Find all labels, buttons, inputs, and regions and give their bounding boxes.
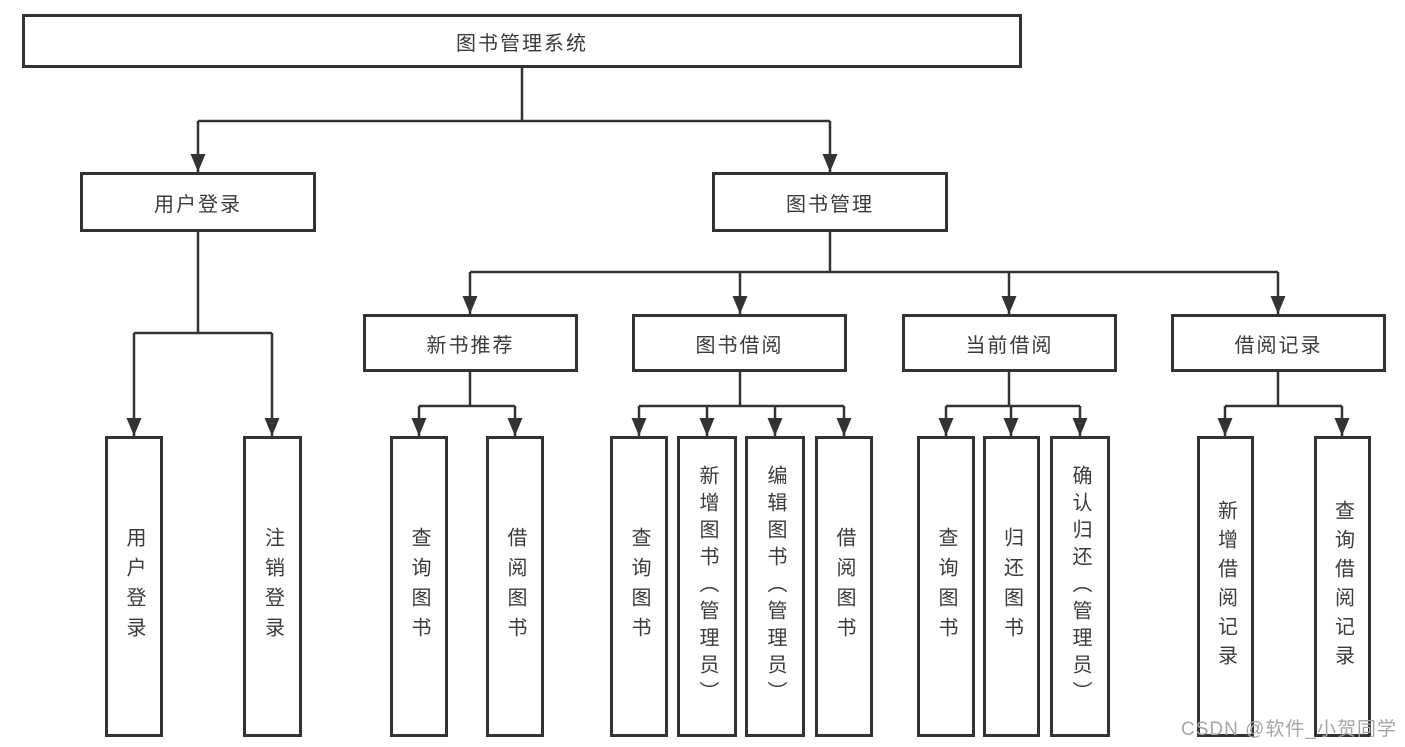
- node-current-borrowing: 当前借阅: [902, 314, 1117, 372]
- node-new-book-recommend: 新书推荐: [363, 314, 578, 372]
- leaf-records-query-record: 查询借阅记录: [1314, 436, 1371, 737]
- node-book-management-label: 图书管理: [786, 193, 874, 216]
- node-root-label: 图书管理系统: [456, 32, 588, 55]
- leaf-current-confirm-return-admin-label: 确认归还（管理员）: [1069, 465, 1091, 708]
- leaf-borrowing-borrow-books-label: 借阅图书: [833, 526, 855, 647]
- node-book-borrowing: 图书借阅: [632, 314, 847, 372]
- watermark-text: CSDN @软件_小贺同学: [1181, 719, 1397, 740]
- leaf-borrowing-query-books: 查询图书: [610, 436, 668, 737]
- node-user-login-label: 用户登录: [154, 193, 242, 216]
- leaf-current-query-books: 查询图书: [917, 436, 975, 737]
- leaf-borrowing-edit-books-admin-label: 编辑图书（管理员）: [764, 465, 786, 708]
- leaf-user-login-label: 用户登录: [123, 526, 145, 647]
- leaf-current-return-books: 归还图书: [983, 436, 1040, 737]
- node-user-login: 用户登录: [80, 172, 316, 232]
- node-new-book-recommend-label: 新书推荐: [426, 334, 515, 357]
- leaf-borrowing-query-books-label: 查询图书: [628, 526, 650, 647]
- node-borrowing-records: 借阅记录: [1171, 314, 1386, 372]
- leaf-current-query-books-label: 查询图书: [935, 526, 957, 647]
- leaf-newbooks-borrow-books-label: 借阅图书: [504, 526, 526, 647]
- node-book-borrowing-label: 图书借阅: [695, 334, 784, 357]
- leaf-logout: 注销登录: [243, 436, 302, 737]
- leaf-user-login: 用户登录: [105, 436, 163, 737]
- node-root: 图书管理系统: [22, 14, 1022, 68]
- leaf-logout-label: 注销登录: [261, 526, 284, 647]
- leaf-borrowing-add-books-admin: 新增图书（管理员）: [677, 436, 737, 737]
- leaf-newbooks-borrow-books: 借阅图书: [486, 436, 544, 737]
- leaf-newbooks-query-books: 查询图书: [390, 436, 448, 737]
- leaf-records-query-record-label: 查询借阅记录: [1331, 499, 1354, 674]
- leaf-current-return-books-label: 归还图书: [1000, 526, 1023, 647]
- leaf-borrowing-add-books-admin-label: 新增图书（管理员）: [696, 465, 718, 708]
- leaf-records-add-record-label: 新增借阅记录: [1214, 499, 1237, 674]
- node-book-management: 图书管理: [712, 172, 948, 232]
- leaf-current-confirm-return-admin: 确认归还（管理员）: [1050, 436, 1110, 737]
- leaf-records-add-record: 新增借阅记录: [1197, 436, 1254, 737]
- node-borrowing-records-label: 借阅记录: [1234, 334, 1323, 357]
- leaf-borrowing-borrow-books: 借阅图书: [815, 436, 873, 737]
- leaf-newbooks-query-books-label: 查询图书: [408, 526, 430, 647]
- leaf-borrowing-edit-books-admin: 编辑图书（管理员）: [745, 436, 805, 737]
- node-current-borrowing-label: 当前借阅: [965, 334, 1054, 357]
